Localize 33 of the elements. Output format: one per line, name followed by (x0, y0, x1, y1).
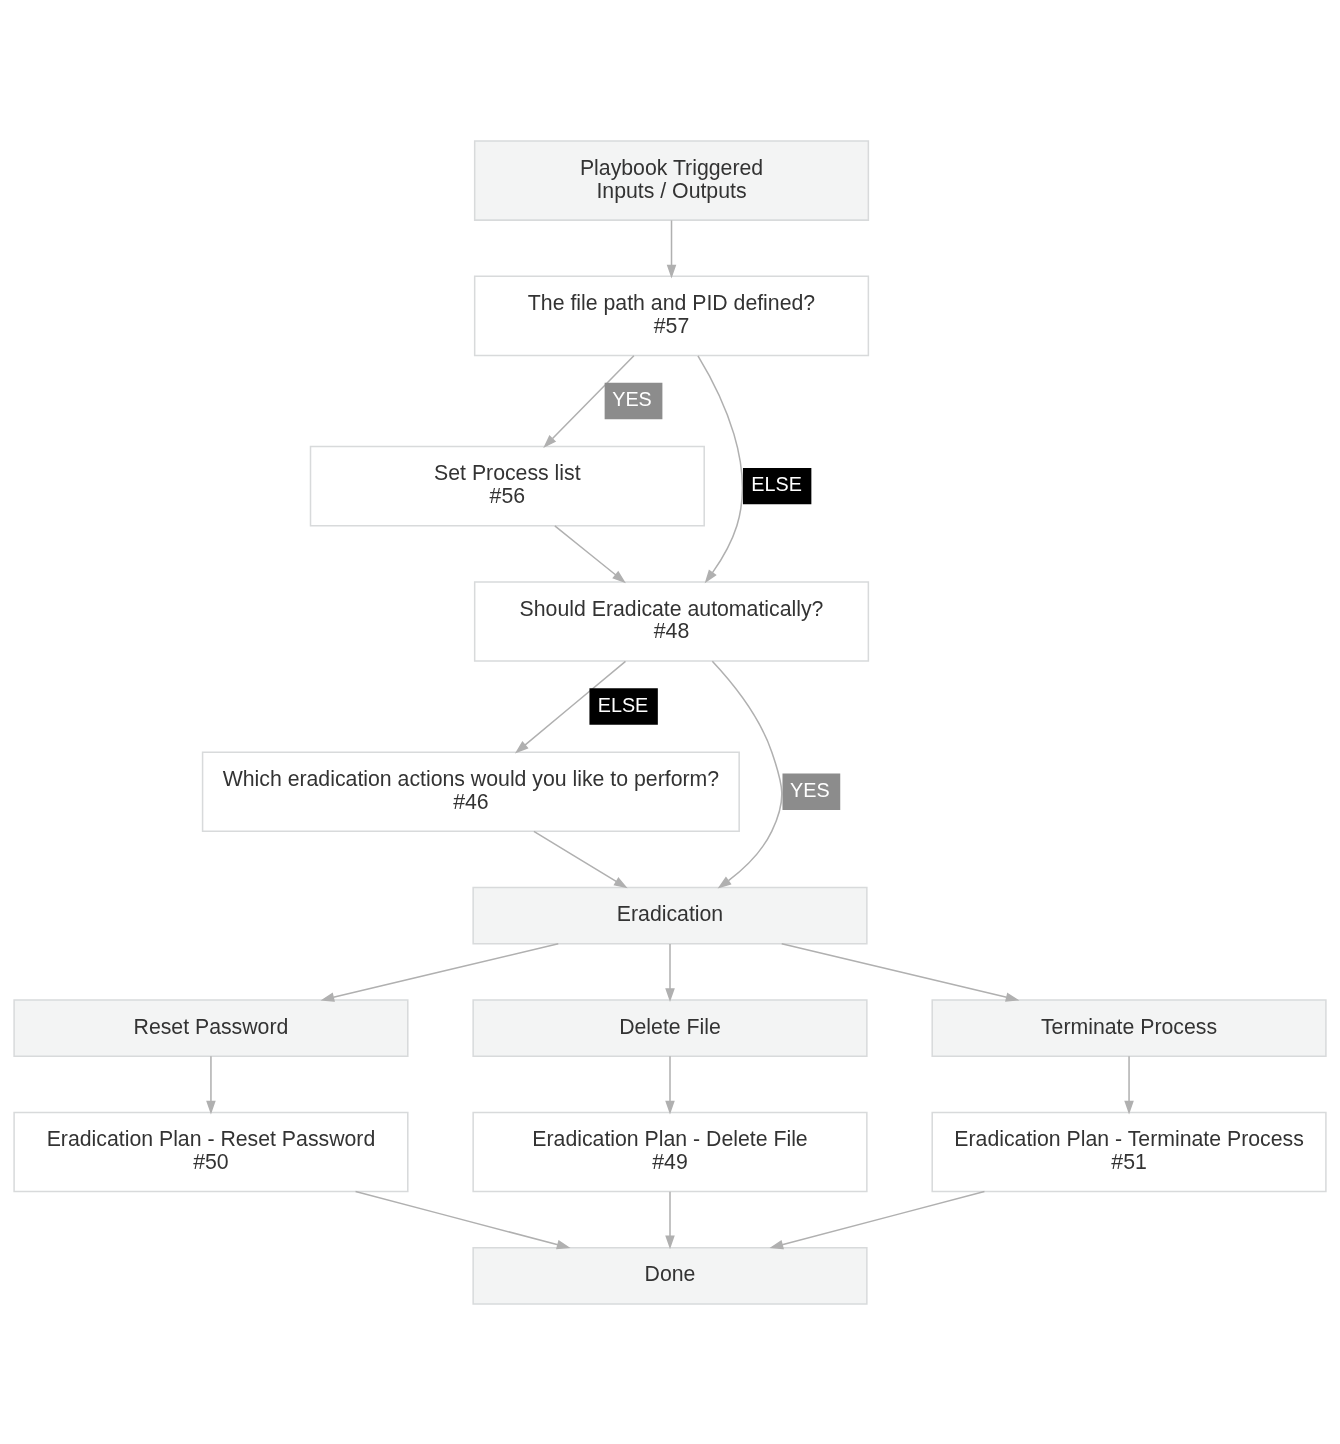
node-box: Should Eradicate automatically? #48 (473, 580, 870, 662)
edge-label: YES (790, 778, 830, 801)
arrow (780, 942, 1020, 1002)
node-box: Set Process list #56 (309, 445, 705, 526)
arrow (554, 524, 626, 583)
node-box: Delete File (472, 998, 868, 1057)
edge-label: YES (612, 387, 652, 410)
node-box: The file path and PID defined? #57 (473, 275, 870, 356)
arrow (665, 1190, 675, 1249)
arrow (320, 942, 560, 1002)
edge-label: ELSE (751, 472, 802, 495)
edge-label: ELSE (597, 693, 649, 716)
node-box: Eradication (472, 886, 868, 944)
arrow (666, 219, 677, 278)
arrow (514, 660, 627, 753)
arrow (1124, 1055, 1134, 1114)
node-box: Reset Password (13, 998, 409, 1057)
node-box: Playbook Triggered Inputs / Outputs (473, 139, 870, 221)
arrow (665, 1055, 675, 1114)
node-box: Eradication Plan - Reset Password #50 (13, 1111, 409, 1192)
node-box: Eradication Plan - Terminate Process #51 (931, 1111, 1327, 1192)
arrow (354, 1190, 571, 1249)
arrow (769, 1190, 986, 1249)
node-box: Eradication Plan - Delete File #49 (472, 1111, 868, 1192)
arrow (206, 1055, 216, 1114)
node-box: Which eradication actions would you like to perform? #46 (201, 750, 740, 832)
arrow (543, 354, 635, 448)
node-box: Terminate Process (931, 998, 1327, 1057)
node-box: Done (472, 1246, 868, 1305)
arrow (665, 942, 675, 1002)
arrow (711, 659, 783, 888)
arrow (533, 830, 628, 888)
arrow (697, 354, 743, 583)
